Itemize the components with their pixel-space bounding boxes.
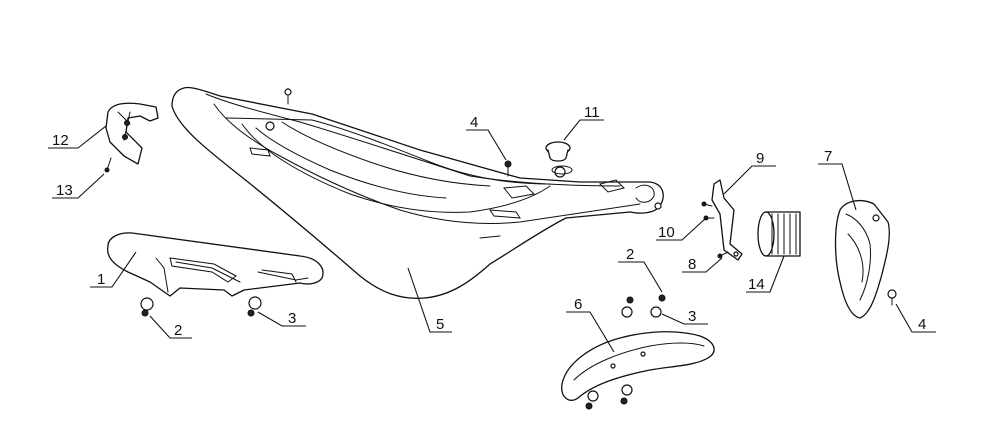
part-3-washer-guard — [140, 296, 262, 317]
callout-labels: 12 13 1 2 3 5 4 11 2 3 6 9 10 8 14 7 4 — [52, 104, 926, 339]
callout-4-right: 4 — [918, 316, 926, 333]
callout-9: 9 — [756, 150, 764, 167]
callout-3-left: 3 — [288, 310, 296, 327]
part-7-rear-cover — [834, 199, 890, 319]
callout-4-top: 4 — [470, 114, 478, 131]
callout-1: 1 — [97, 271, 105, 288]
callout-13: 13 — [56, 182, 73, 199]
part-11-knob — [545, 141, 573, 175]
part-4-screw-cover — [887, 289, 897, 306]
callout-2-left: 2 — [174, 322, 182, 339]
callout-8: 8 — [688, 256, 696, 273]
part-6-front-fender — [561, 331, 715, 401]
part-13-screw — [104, 157, 112, 173]
part-9-bracket — [711, 179, 743, 261]
part-8-screw — [717, 251, 729, 259]
part-12-bracket — [105, 102, 159, 165]
callout-5: 5 — [436, 316, 444, 333]
callout-11: 11 — [584, 104, 600, 121]
part-1-chain-guard — [106, 232, 324, 297]
part-6-fender-bolts — [585, 384, 633, 410]
callout-3-right: 3 — [688, 308, 696, 325]
part-4-screw-seat — [504, 160, 512, 177]
callout-7: 7 — [824, 148, 832, 165]
part-14-filter — [757, 211, 801, 257]
part-3-washer-fender — [621, 294, 666, 318]
callout-14: 14 — [748, 276, 765, 293]
leader-lines — [48, 119, 936, 353]
callout-2-right: 2 — [626, 246, 634, 263]
part-seat-screw — [284, 88, 292, 105]
part-5-seat — [171, 86, 664, 299]
callout-10: 10 — [658, 224, 675, 241]
callout-6: 6 — [574, 296, 582, 313]
part-10-screws — [701, 201, 715, 221]
callout-12: 12 — [52, 132, 69, 149]
